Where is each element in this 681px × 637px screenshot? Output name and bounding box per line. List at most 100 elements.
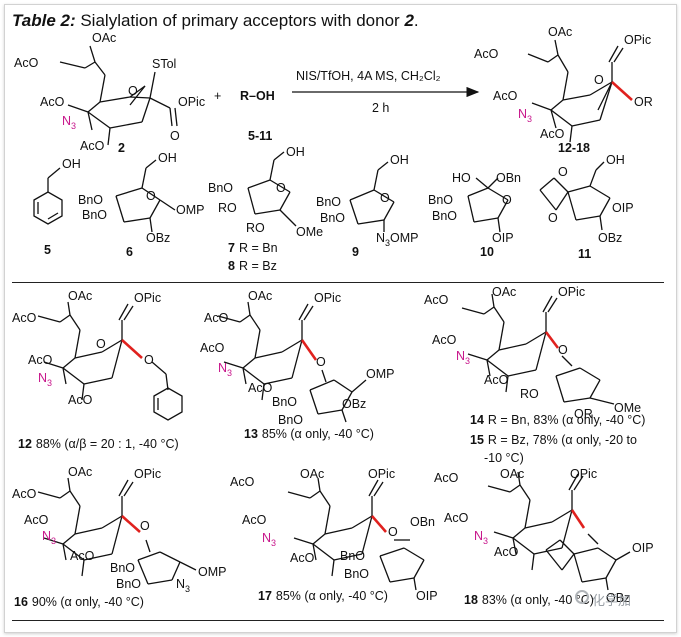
bottom-rule (12, 620, 664, 621)
p16-bno-1: BnO (110, 561, 135, 575)
p16-opic: OPic (134, 467, 161, 481)
conditions-bottom: 2 h (372, 101, 389, 115)
p13-obz: OBz (342, 397, 366, 411)
p18-oac: OAc (500, 467, 524, 481)
acceptor-9-bno-2: BnO (320, 211, 345, 225)
product-16-structure (37, 477, 197, 585)
p17-aco-3: AcO (290, 551, 315, 565)
p13-bno-2: BnO (278, 413, 303, 427)
product-azide: N3 (518, 107, 532, 124)
acceptor-10-bno-1: BnO (428, 193, 453, 207)
p14-or: OR (574, 407, 593, 421)
product-aco-3: AcO (540, 127, 565, 141)
p14-ome: OMe (614, 401, 641, 415)
p17-bno-2: BnO (344, 567, 369, 581)
watermark-icon (575, 590, 589, 604)
product-new-bond (611, 81, 633, 101)
p15-caption-2: -10 °C) (484, 451, 524, 465)
acceptor-5-structure (33, 167, 63, 225)
acceptor-11-number: 11 (578, 247, 591, 261)
acceptor-5-oh: OH (62, 157, 81, 171)
p17-oac: OAc (300, 467, 324, 481)
p14-ro: RO (520, 387, 539, 401)
p16-aco-1: AcO (12, 487, 37, 501)
product-aco-1: AcO (474, 47, 499, 61)
p14-aco-3: AcO (484, 373, 509, 387)
p12-opic: OPic (134, 291, 161, 305)
product-17-structure (287, 477, 425, 591)
p16-omp: OMP (198, 565, 226, 579)
table-title: Table 2: Sialylation of primary acceptor… (12, 11, 419, 31)
p14-aco-1: AcO (424, 293, 449, 307)
acceptor-7-structure (247, 151, 297, 227)
p13-omp: OMP (366, 367, 394, 381)
acceptor-7-bno: BnO (208, 181, 233, 195)
product-12-structure (37, 301, 183, 421)
p16-aco-2: AcO (24, 513, 49, 527)
acceptor-11-obz: OBz (598, 231, 622, 245)
p17-aco-2: AcO (242, 513, 267, 527)
acceptor-6-number: 6 (126, 245, 133, 259)
p16-azide: N3 (42, 529, 56, 546)
p13-aco-1: AcO (204, 311, 229, 325)
acceptor-9-oh: OH (390, 153, 409, 167)
p16-azide-sub: N3 (176, 577, 190, 594)
product-or: OR (634, 95, 653, 109)
p14-link-o: O (558, 343, 568, 357)
p18-oip: OIP (632, 541, 654, 555)
p12-aco-1: AcO (12, 311, 37, 325)
product-aco-2: AcO (493, 89, 518, 103)
acceptor-10-bno-2: BnO (432, 209, 457, 223)
p12-aco-3: AcO (68, 393, 93, 407)
p18-aco-1: AcO (434, 471, 459, 485)
plus-sign: + (214, 89, 221, 103)
acceptor-6-ring-o: O (146, 189, 156, 203)
acceptor-9-structure (349, 161, 395, 232)
acceptor-6-structure (115, 159, 176, 233)
product-opic: OPic (624, 33, 651, 47)
acceptor-11-oh: OH (606, 153, 625, 167)
p16-bno-2: BnO (116, 577, 141, 591)
acceptor-5-number: 5 (44, 243, 51, 257)
p14-opic: OPic (558, 285, 585, 299)
p13-opic: OPic (314, 291, 341, 305)
product-18-structure (487, 471, 631, 591)
acceptor-10-ring-o: O (502, 193, 512, 207)
p14-azide: N3 (456, 349, 470, 366)
acceptor-6-omp: OMP (176, 203, 204, 217)
donor-stol: STol (152, 57, 176, 71)
acceptor-11-o-2: O (548, 211, 558, 225)
donor-aco-1: AcO (14, 56, 39, 70)
donor-oac: OAc (92, 31, 116, 45)
p12-ring-o: O (96, 337, 106, 351)
p17-bno-1: BnO (340, 549, 365, 563)
product-range: 12-18 (558, 141, 590, 155)
acceptor-10-ho: HO (452, 171, 471, 185)
p17-obn: OBn (410, 515, 435, 529)
acceptor-10-structure (467, 177, 509, 233)
donor-aco-3: AcO (80, 139, 105, 153)
acceptor-7-ro-2: RO (246, 221, 265, 235)
conditions-top: NIS/TfOH, 4A MS, CH₂Cl₂ (296, 69, 441, 83)
p17-aco-1: AcO (230, 475, 255, 489)
p14-aco-2: AcO (432, 333, 457, 347)
donor-structure (59, 45, 178, 146)
acceptor-7-ro-1: RO (218, 201, 237, 215)
product-14-structure (461, 293, 615, 405)
p12-azide: N3 (38, 371, 52, 388)
p13-link-o: O (316, 355, 326, 369)
acceptor-11-oip: OIP (612, 201, 634, 215)
acceptor-7-ome: OMe (296, 225, 323, 239)
table-label: Table 2: (12, 11, 76, 30)
p17-azide: N3 (262, 531, 276, 548)
p17-opic: OPic (368, 467, 395, 481)
p13-aco-3: AcO (248, 381, 273, 395)
acceptor-11-o-1: O (558, 165, 568, 179)
acceptor-10-oip: OIP (492, 231, 514, 245)
p17-link-o: O (388, 525, 398, 539)
product-oac: OAc (548, 25, 572, 39)
